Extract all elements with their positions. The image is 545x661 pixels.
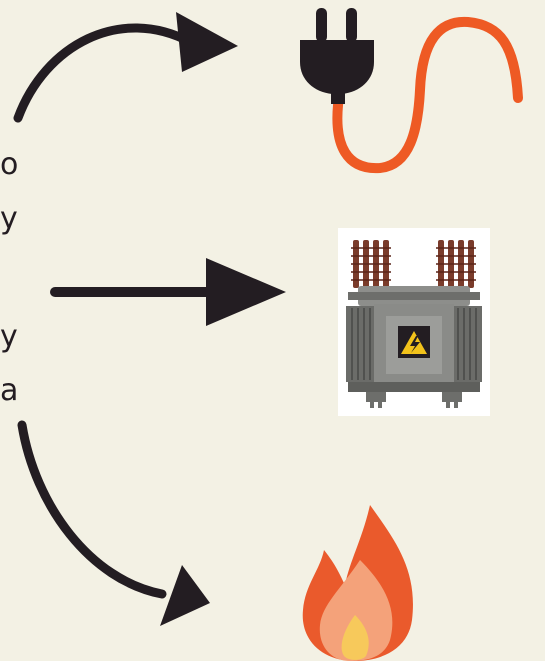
- fire-flame-icon: [0, 0, 545, 661]
- diagram-canvas: o y y a: [0, 0, 545, 661]
